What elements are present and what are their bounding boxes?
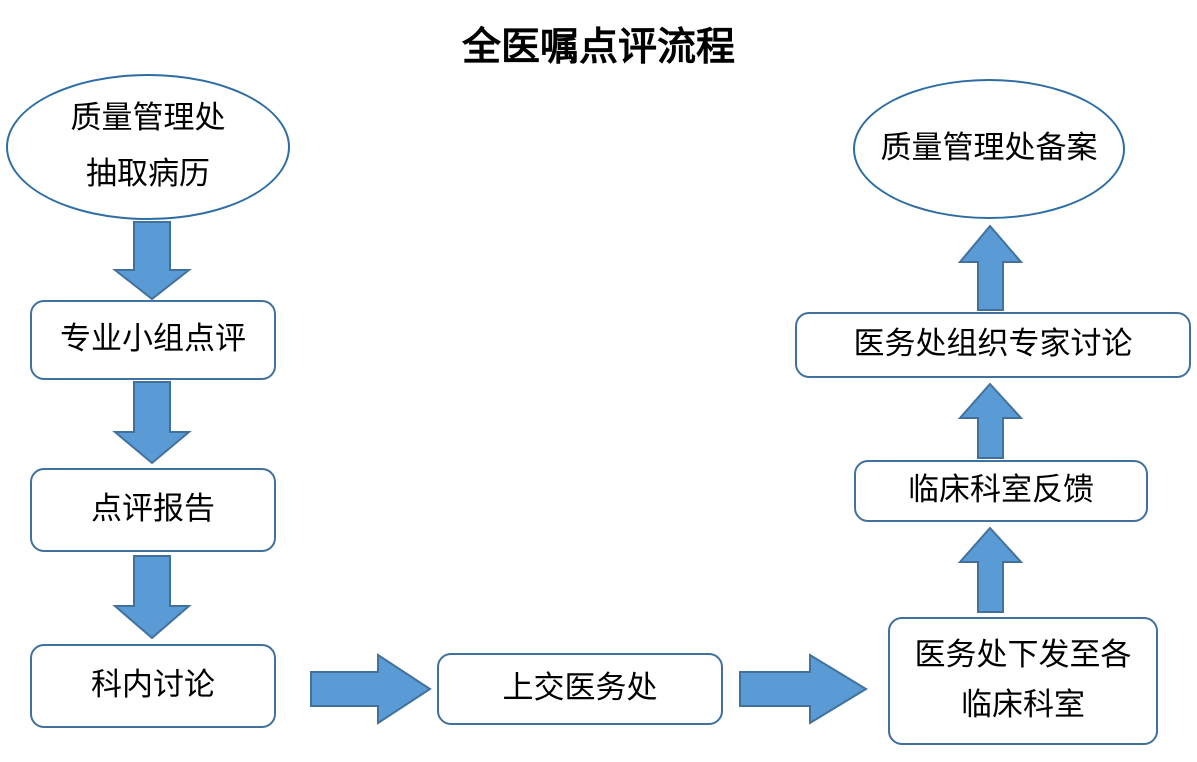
node-specialist-group-review[interactable]: 专业小组点评 xyxy=(30,300,276,380)
arrow-up-distribute-to-feedback xyxy=(957,526,1024,613)
node-label: 临床科室反馈 xyxy=(908,472,1094,509)
node-label-line1: 质量管理处 xyxy=(70,100,226,137)
arrow-right-discussion-to-submit xyxy=(310,653,432,725)
node-intra-dept-discussion[interactable]: 科内讨论 xyxy=(30,644,276,728)
node-quality-dept-filing[interactable]: 质量管理处备案 xyxy=(853,79,1125,219)
node-label: 上交医务处 xyxy=(502,670,658,707)
node-distribute-to-clinical-depts[interactable]: 医务处下发至各 临床科室 xyxy=(888,617,1158,745)
node-label-line1: 医务处下发至各 xyxy=(914,637,1132,674)
node-label-line2: 抽取病历 xyxy=(86,156,210,192)
page-title: 全医嘱点评流程 xyxy=(461,25,735,70)
node-label: 专业小组点评 xyxy=(60,321,246,358)
arrow-up-expert-to-filing xyxy=(957,224,1024,311)
arrow-down-report-to-discussion xyxy=(112,555,192,640)
node-submit-to-medical-affairs[interactable]: 上交医务处 xyxy=(437,653,723,725)
node-quality-dept-sample[interactable]: 质量管理处 抽取病历 xyxy=(6,74,290,220)
node-review-report[interactable]: 点评报告 xyxy=(30,468,276,552)
arrow-down-review-to-report xyxy=(112,381,192,465)
arrow-down-sample-to-review xyxy=(112,221,192,301)
node-label: 医务处组织专家讨论 xyxy=(853,326,1133,363)
arrow-right-submit-to-distribute xyxy=(739,653,868,725)
node-clinical-dept-feedback[interactable]: 临床科室反馈 xyxy=(854,460,1148,522)
node-label: 科内讨论 xyxy=(91,667,215,704)
node-label: 质量管理处备案 xyxy=(880,130,1098,167)
arrow-up-feedback-to-expert xyxy=(957,382,1024,459)
node-expert-discussion[interactable]: 医务处组织专家讨论 xyxy=(795,312,1191,378)
node-label: 点评报告 xyxy=(91,491,215,528)
node-label-line2: 临床科室 xyxy=(961,687,1085,723)
